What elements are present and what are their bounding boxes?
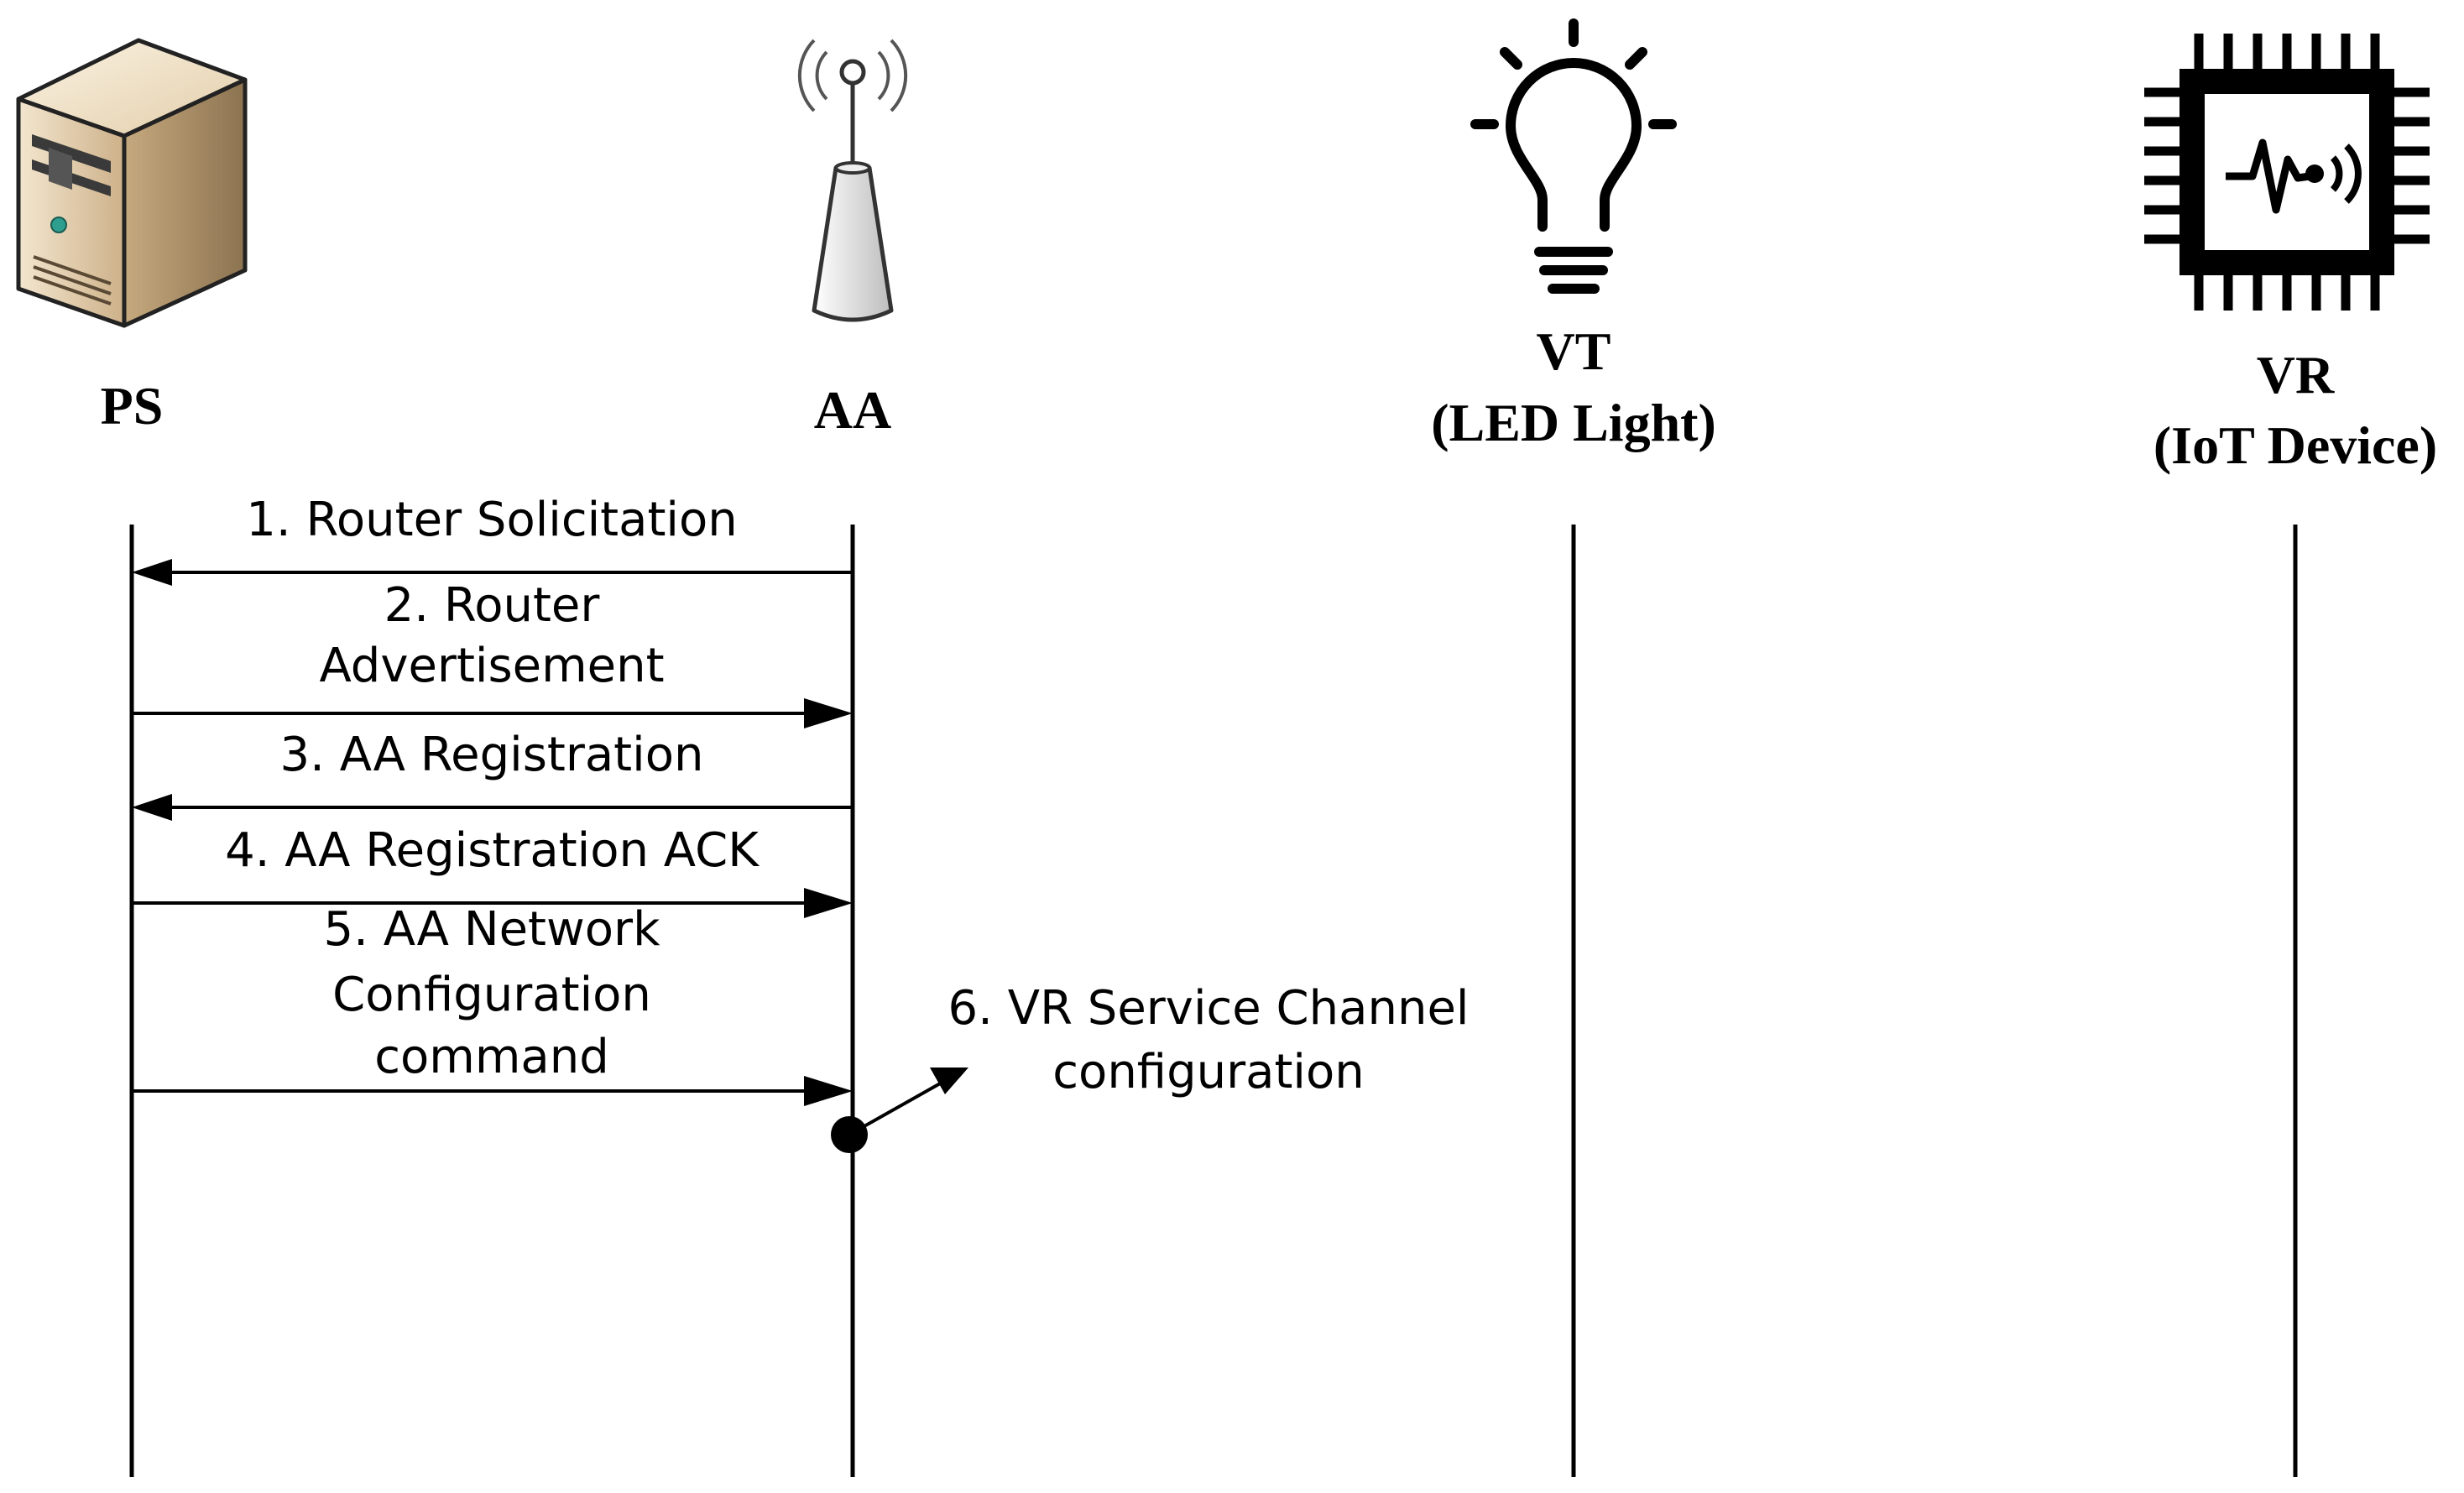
actor-name-ps: PS <box>101 376 164 436</box>
message-1-label: 1. Router Solicitation <box>246 493 737 547</box>
self-action-label-line1: 6. VR Service Channel <box>948 981 1470 1036</box>
message-4: 4. AA Registration ACK <box>132 823 853 918</box>
server-icon <box>16 38 248 328</box>
message-5-label-line2: Configuration <box>332 968 651 1022</box>
actor-subtitle-vt: (LED Light) <box>1431 393 1716 452</box>
actor-subtitle-vr: (IoT Device) <box>2153 415 2437 475</box>
message-2-arrowhead <box>804 698 853 728</box>
actor-name-aa: AA <box>814 380 891 440</box>
antenna-icon <box>797 39 908 322</box>
message-2-label-line2: Advertisement <box>319 639 664 693</box>
self-action-label-line2: configuration <box>1052 1045 1364 1099</box>
self-action-arrowhead <box>930 1068 968 1094</box>
message-1: 1. Router Solicitation <box>132 493 853 586</box>
iot-chip-icon <box>2144 34 2430 311</box>
message-4-arrowhead <box>804 888 853 918</box>
message-4-label: 4. AA Registration ACK <box>225 823 760 878</box>
message-3-label: 3. AA Registration <box>280 728 704 782</box>
message-5: 5. AA Network Configuration command <box>132 902 853 1106</box>
light-bulb-icon <box>1470 18 1677 294</box>
message-1-arrowhead <box>132 559 172 586</box>
message-2: 2. Router Advertisement <box>132 578 853 728</box>
message-5-label-line1: 5. AA Network <box>323 902 660 957</box>
message-3-arrowhead <box>132 794 172 821</box>
message-2-label-line1: 2. Router <box>384 578 601 633</box>
message-5-arrowhead <box>804 1076 853 1106</box>
actor-name-vr: VR <box>2257 345 2335 405</box>
message-5-label-line3: command <box>374 1030 609 1084</box>
self-action-arrow-line <box>848 1081 942 1136</box>
message-3: 3. AA Registration <box>132 728 853 821</box>
self-action-6: 6. VR Service Channel configuration <box>831 981 1469 1153</box>
actor-name-vt: VT <box>1537 321 1611 381</box>
